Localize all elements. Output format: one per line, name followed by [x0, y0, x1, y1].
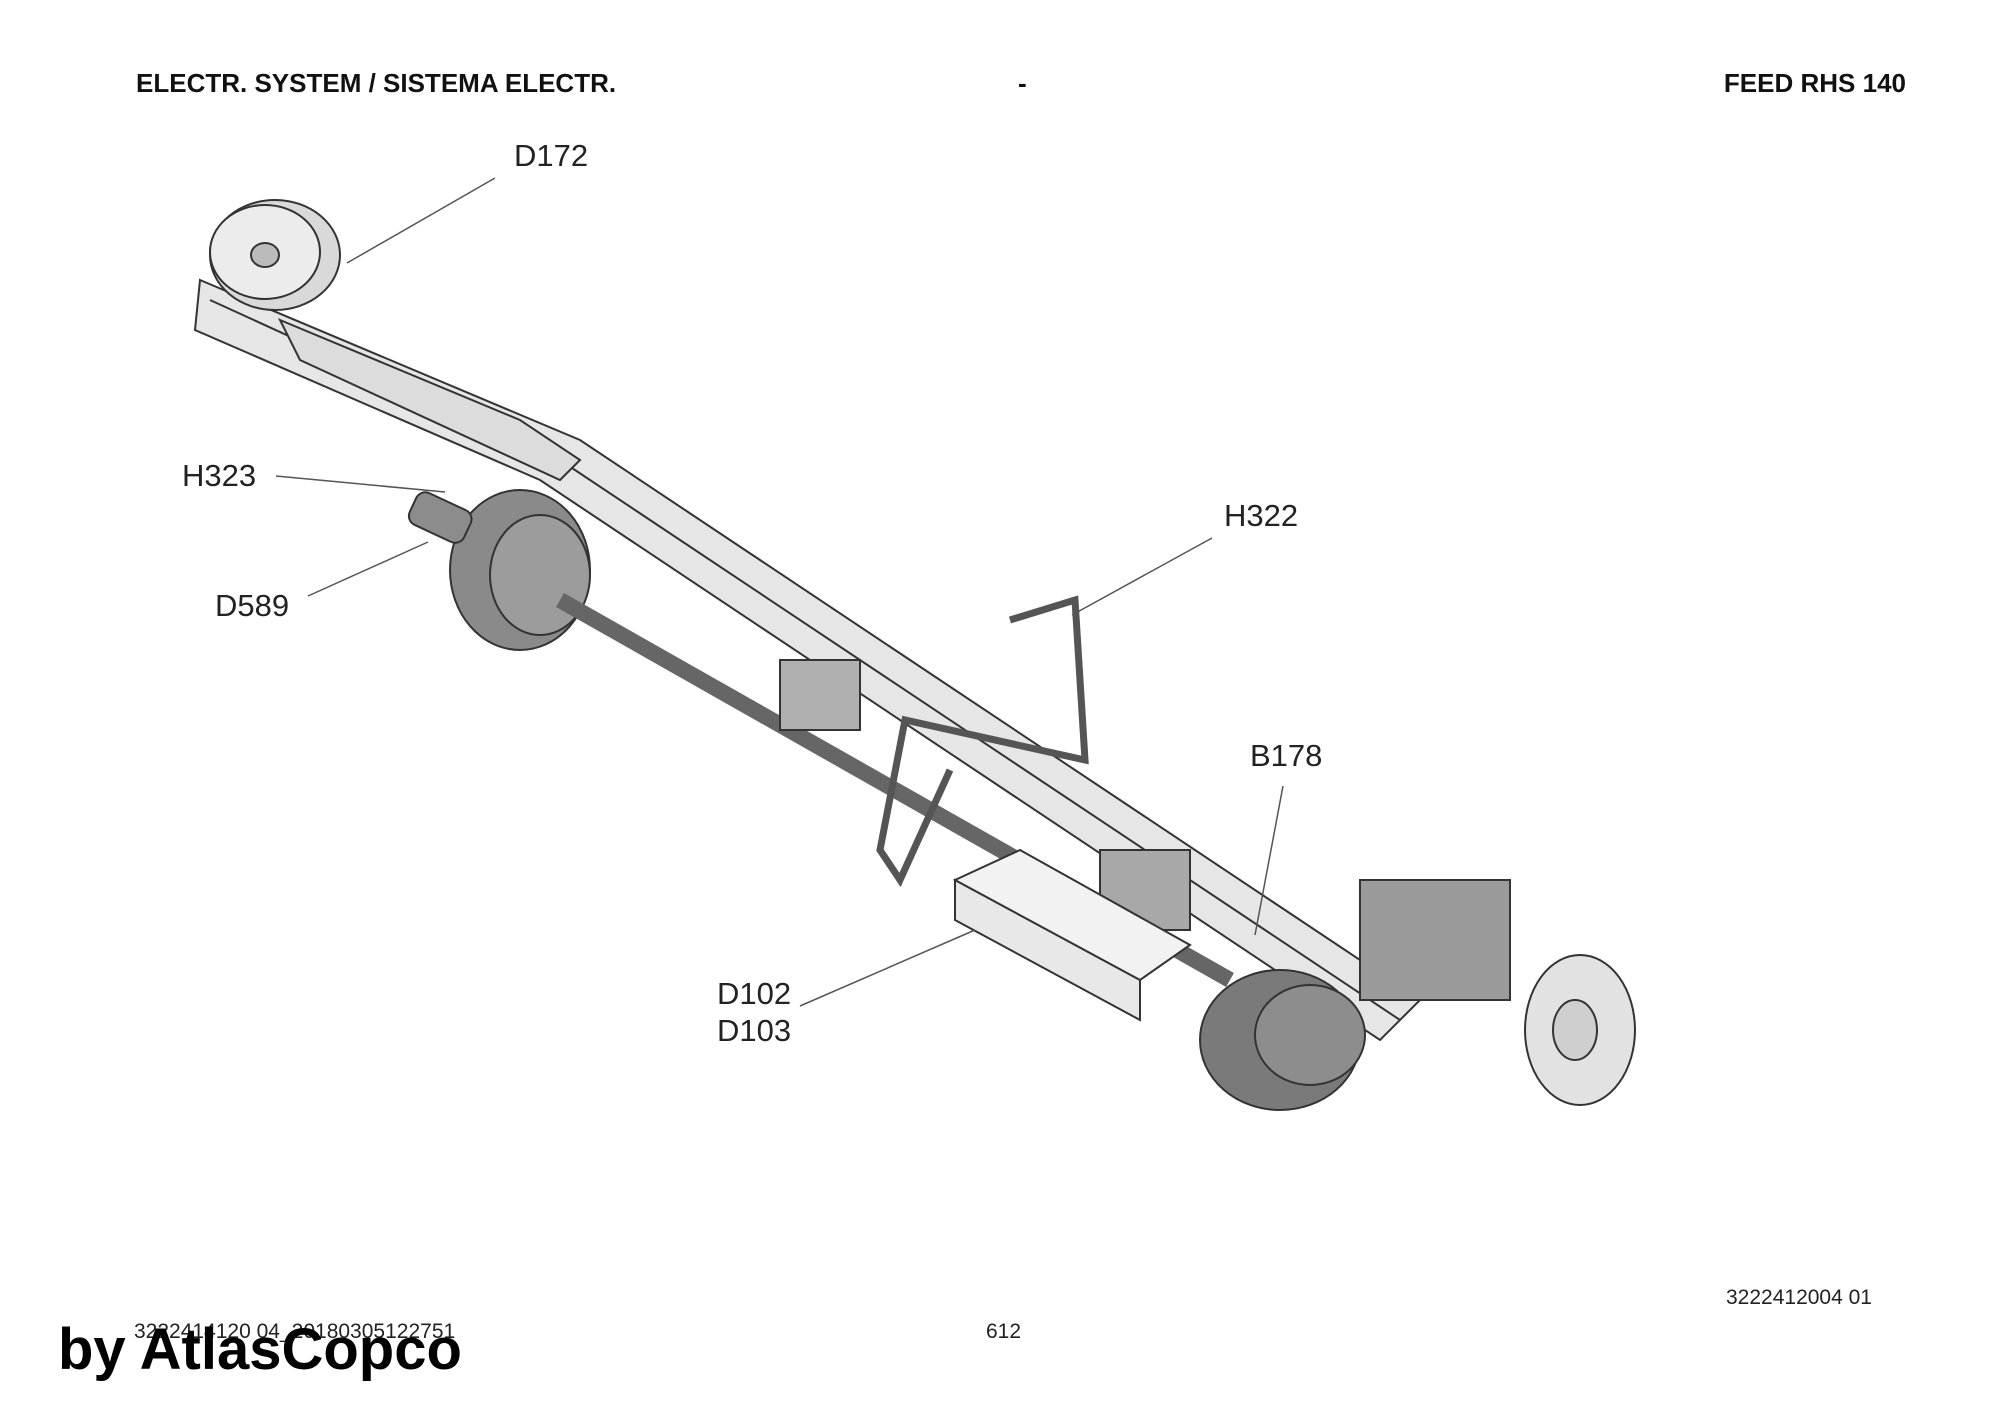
- junction-box-top: [952, 848, 1192, 982]
- callout-h322: H322: [1224, 498, 1299, 533]
- page-number: 612: [986, 1320, 1022, 1343]
- motor-left: [407, 491, 473, 544]
- hose-guide-frame: [876, 595, 1089, 888]
- leader-h322: [1071, 537, 1213, 616]
- top-plate: [277, 318, 582, 482]
- callout-d589: D589: [215, 588, 290, 623]
- callout-d103: D103: [717, 1013, 792, 1048]
- brand-watermark: by AtlasCopco: [58, 1317, 462, 1382]
- header-left-title: ELECTR. SYSTEM / SISTEMA ELECTR.: [136, 68, 617, 98]
- leader-d102: [799, 929, 976, 1007]
- header-right-title: FEED RHS 140: [1723, 68, 1906, 98]
- rotation-drum-right-face: [1254, 984, 1366, 1086]
- leader-h323: [275, 475, 446, 493]
- hose-reel-top-hub: [250, 242, 280, 268]
- mid-carriage: [779, 659, 861, 731]
- leader-b178: [1254, 785, 1284, 936]
- front-centralizer: [1359, 879, 1511, 1001]
- callout-d172: D172: [514, 138, 589, 173]
- footer-code: 3222414120 04_20180305122751: [134, 1320, 456, 1343]
- callout-h323: H323: [182, 458, 257, 493]
- leader-d172: [346, 177, 496, 264]
- document-number: 3222412004 01: [1726, 1286, 1872, 1309]
- callout-b178: B178: [1250, 738, 1323, 773]
- front-disc-hub: [1552, 999, 1598, 1061]
- leader-d589: [307, 541, 429, 597]
- header-center-dash: -: [1018, 68, 1027, 98]
- callout-d102: D102: [717, 976, 792, 1011]
